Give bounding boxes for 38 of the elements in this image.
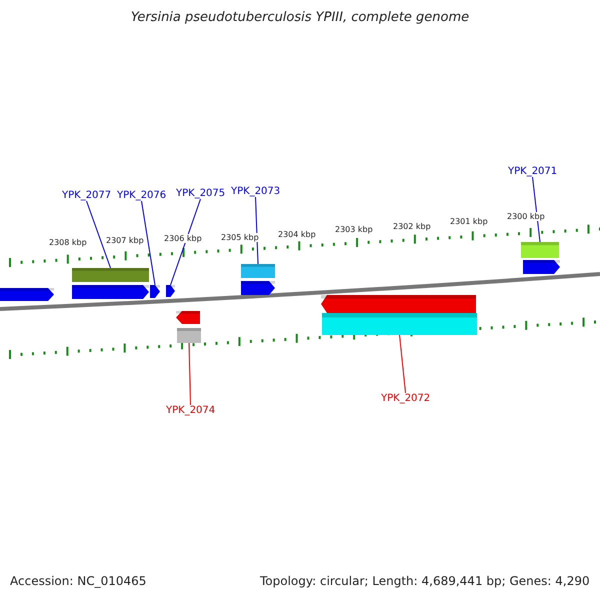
gene-label: YPK_2074 [166,405,216,416]
scale-label: 2308 kbp [49,238,87,247]
diagram-title: Yersinia pseudotuberculosis YPIII, complete genome [130,10,470,25]
gene-bar [177,328,201,343]
scale-label: 2302 kbp [393,222,431,231]
scale-label: 2303 kbp [335,225,373,234]
leader-line [188,342,191,406]
footer-text: Accession: NC_010465 [10,574,146,588]
gene-label: YPK_2072 [381,393,430,404]
gene-feature [523,260,560,274]
gene-bar [241,264,275,278]
gene-label: YPK_2076 [117,190,166,201]
gene-label: YPK_2071 [508,166,558,177]
scale-label: 2301 kbp [450,217,488,226]
scale-label: 2304 kbp [278,230,316,239]
gene-bar [322,313,477,335]
gene-feature [321,295,476,313]
scale-label: 2305 kbp [221,233,259,242]
gene-bar [521,242,559,258]
footer-text: Topology: circular; Length: 4,689,441 bp; Genes: 4,290 [260,574,590,588]
gene-label: YPK_2077 [62,190,112,201]
gene-label: YPK_2075 [176,188,226,199]
leader-line [141,200,156,286]
leader-line [532,176,540,242]
gene-feature [150,285,160,298]
leader-line [86,200,111,268]
gene-bar [72,268,149,282]
gene-feature [176,311,200,324]
scale-label: 2306 kbp [164,234,202,243]
leader-line [399,334,406,394]
gene-feature [241,281,275,295]
gene-label: YPK_2073 [231,186,280,197]
gene-feature [0,288,54,301]
leader-line [170,198,201,286]
scale-label: 2300 kbp [507,212,545,221]
scale-label: 2307 kbp [106,236,144,245]
gene-feature [166,285,175,297]
leader-line [255,196,258,264]
